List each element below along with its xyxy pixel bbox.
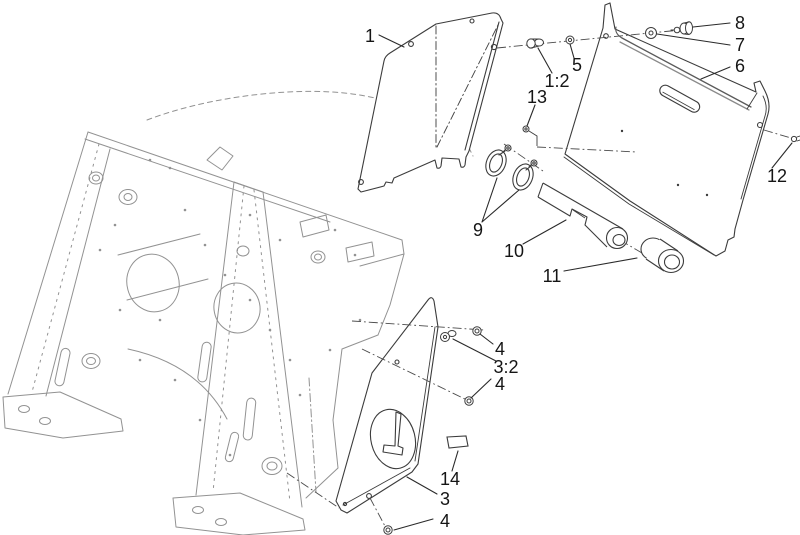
screw-12 — [790, 135, 800, 143]
panel-6-cover — [563, 2, 770, 257]
callout-label: 4 — [495, 374, 505, 394]
callout-label: 14 — [440, 469, 460, 489]
panel-6-hole — [603, 33, 609, 39]
washer-5 — [565, 35, 575, 45]
bolt-4 — [472, 326, 482, 336]
panel-3-hole — [366, 493, 372, 499]
callout-label: 13 — [527, 87, 547, 107]
callout-label: 1 — [365, 26, 375, 46]
machine-frame-drawing — [2, 90, 474, 535]
hose-clamp — [485, 144, 512, 177]
callout-label: 7 — [735, 35, 745, 55]
latch-rod — [615, 26, 758, 111]
axis-bolt-3-2 — [351, 320, 485, 331]
bolt-4 — [464, 396, 474, 406]
callout-label: 10 — [504, 241, 524, 261]
callout-label: 4 — [495, 339, 505, 359]
panel-1-hole — [358, 179, 364, 185]
callout-label: 9 — [473, 220, 483, 240]
callout-label: 12 — [767, 166, 787, 186]
callout-leader-lines — [378, 22, 793, 531]
callout-label: 3:2 — [493, 357, 518, 377]
hose-clamp — [512, 159, 538, 191]
handle-cutout — [659, 84, 701, 113]
callout-label: 8 — [735, 13, 745, 33]
screw-13-link-line — [528, 130, 538, 146]
panel-1-hole — [408, 41, 414, 47]
screw-13 — [522, 125, 530, 133]
panel-3-hole — [394, 359, 400, 365]
spacer-strip — [446, 435, 469, 449]
axis-top-fasteners — [496, 28, 692, 49]
knob-8 — [670, 21, 693, 35]
panel-1-hole — [490, 43, 498, 51]
panel-6-hole — [756, 121, 764, 129]
callout-label: 11 — [543, 266, 562, 286]
lever-through-opening — [382, 411, 404, 456]
callout-label: 4 — [440, 511, 450, 531]
callout-label: 5 — [572, 55, 582, 75]
callout-label: 6 — [735, 56, 745, 76]
panel-3-hole — [342, 501, 348, 507]
bushing — [640, 237, 685, 274]
bolt-4 — [383, 525, 393, 535]
callout-label: 3 — [440, 489, 450, 509]
frame-detail-dots — [98, 158, 362, 457]
callout-label: 1:2 — [544, 71, 569, 91]
panel-3-round-opening — [369, 408, 417, 470]
washer-7 — [645, 27, 657, 39]
panel-3-cover — [335, 297, 439, 514]
carriage-bolt-1-2 — [526, 38, 544, 49]
axis-bolt-4-bottom — [369, 497, 387, 529]
callout-labels: 1 1:2 5 13 8 7 6 12 9 10 11 4 3:2 4 14 3… — [365, 13, 787, 531]
panel-1-hole — [469, 18, 475, 24]
axis-screw-12 — [763, 129, 792, 139]
fasteners — [383, 21, 800, 535]
panel-1-cover — [357, 12, 504, 193]
axis-bolt-4-mid — [361, 348, 470, 402]
bolt-3-2 — [440, 330, 457, 342]
hose-clamps — [485, 144, 538, 191]
axis-panel3-corner — [286, 472, 340, 509]
tube — [537, 182, 629, 250]
